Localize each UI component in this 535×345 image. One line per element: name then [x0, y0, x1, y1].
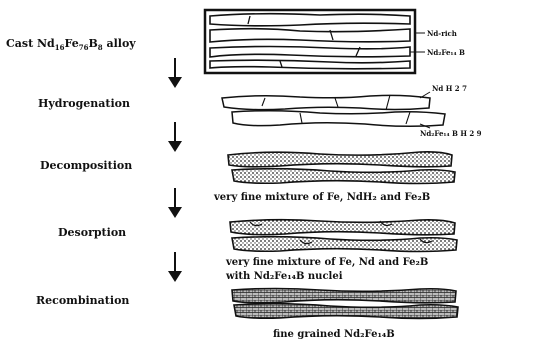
- label-nd2fe14b: Nd₂Fe₁₄ B: [427, 48, 465, 57]
- recombined-microstructure: [232, 289, 458, 319]
- desorbed-microstructure: [230, 220, 457, 252]
- label-nd-rich: Nd-rich: [427, 29, 457, 38]
- stage-cast-alloy: Cast Nd16Fe76B8 alloy: [6, 37, 136, 52]
- cast-label-sub: 76: [79, 43, 89, 52]
- stage-recombination: Recombination: [36, 294, 129, 307]
- down-arrow-3: [168, 188, 182, 218]
- stage-desorption: Desorption: [58, 226, 126, 239]
- cast-alloy-microstructure: [205, 10, 425, 73]
- hydrogenated-microstructure: [222, 92, 445, 128]
- down-arrow-2: [168, 122, 182, 152]
- down-arrow-1: [168, 58, 182, 88]
- label-ndh27: Nd H 2 7: [432, 84, 467, 93]
- cast-label-part: Fe: [64, 37, 78, 50]
- stage-hydrogenation: Hydrogenation: [38, 97, 130, 110]
- caption-decomposition: very fine mixture of Fe, NdH₂ and Fe₂B: [214, 192, 430, 203]
- caption-desorption-line2: with Nd₂Fe₁₄B nuclei: [226, 271, 343, 282]
- label-nd2fe14bh29: Nd₂Fe₁₄ B H 2 9: [420, 129, 482, 138]
- cast-label-part: B: [88, 37, 97, 50]
- caption-recombination: fine grained Nd₂Fe₁₄B: [273, 329, 395, 340]
- decomposed-microstructure: [228, 152, 455, 184]
- caption-desorption-line1: very fine mixture of Fe, Nd and Fe₂B: [226, 257, 428, 268]
- cast-label-part: alloy: [103, 37, 136, 50]
- down-arrow-4: [168, 252, 182, 282]
- cast-label-part: Cast Nd: [6, 37, 55, 50]
- stage-decomposition: Decomposition: [40, 159, 132, 172]
